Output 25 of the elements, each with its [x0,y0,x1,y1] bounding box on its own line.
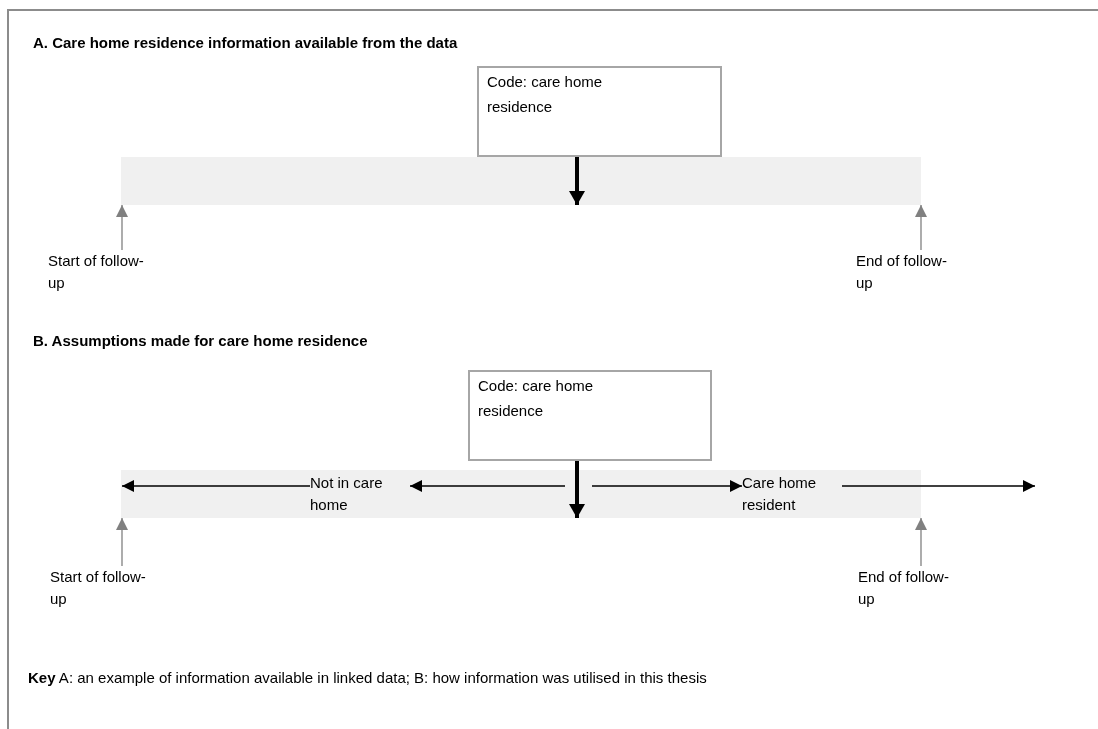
timeline-bar [121,157,921,205]
code-box [477,66,722,157]
arrow [409,480,566,492]
code-text: Code: care home residence [487,72,604,117]
arrow [841,480,1036,492]
arrow [116,204,128,251]
arrow [569,157,585,205]
section-heading: B. Assumptions made for care home residence [33,331,368,351]
arrow [116,517,128,567]
code-text: Code: care home residence [478,376,595,421]
arrow [569,461,585,518]
code-box [468,370,712,461]
arrow [915,204,927,251]
state-label: Care home resident [742,472,842,516]
section-heading: A. Care home residence information available from the data [33,33,458,53]
follow-up-label: End of follow-up [858,566,958,616]
arrow [121,480,311,492]
follow-up-label: Start of follow-up [48,250,148,300]
arrow [915,517,927,567]
follow-up-label: End of follow-up [856,250,956,300]
arrow [591,480,743,492]
follow-up-label: Start of follow-up [50,566,150,616]
timeline-bar [121,470,921,518]
key-note: Key A: an example of information available in linked data; B: how information was utilised in this thesis [28,668,707,688]
state-label: Not in care home [310,472,410,516]
